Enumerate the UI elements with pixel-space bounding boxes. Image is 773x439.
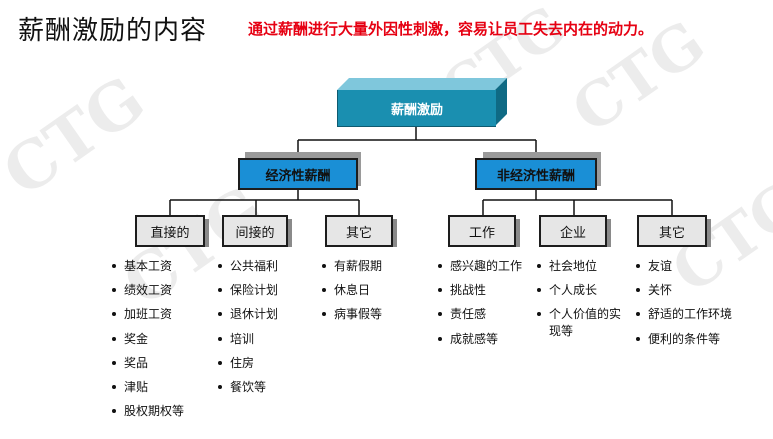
list-direct: 基本工资 绩效工资 加班工资 奖金 奖品 津贴 股权期权等 xyxy=(112,258,184,427)
root-box-bevel xyxy=(337,78,507,126)
list-company: 社会地位 个人成长 个人价值的实现等 xyxy=(537,258,629,342)
list-item: 舒适的工作环境 xyxy=(636,306,732,330)
group-other-non-economic: 其它 xyxy=(637,215,707,247)
list-item: 股权期权等 xyxy=(112,403,184,427)
list-item: 病事假等 xyxy=(322,306,382,330)
list-item: 便利的条件等 xyxy=(636,331,732,355)
list-item: 奖金 xyxy=(112,331,184,355)
list-item: 有薪假期 xyxy=(322,258,382,282)
list-item: 公共福利 xyxy=(218,258,278,282)
branch-economic: 经济性薪酬 xyxy=(238,158,358,190)
list-other-non-economic: 友谊 关怀 舒适的工作环境 便利的条件等 xyxy=(636,258,732,355)
list-item: 加班工资 xyxy=(112,306,184,330)
branch-non-economic: 非经济性薪酬 xyxy=(475,158,597,190)
list-item: 住房 xyxy=(218,355,278,379)
list-item: 社会地位 xyxy=(537,258,629,282)
list-item: 友谊 xyxy=(636,258,732,282)
group-direct: 直接的 xyxy=(135,215,205,247)
list-item: 休息日 xyxy=(322,282,382,306)
list-item: 感兴趣的工作 xyxy=(438,258,522,282)
list-item: 培训 xyxy=(218,331,278,355)
list-item: 津贴 xyxy=(112,379,184,403)
list-other-economic: 有薪假期 休息日 病事假等 xyxy=(322,258,382,331)
list-item: 成就感等 xyxy=(438,331,522,355)
list-work: 感兴趣的工作 挑战性 责任感 成就感等 xyxy=(438,258,522,355)
list-item: 退休计划 xyxy=(218,306,278,330)
subtitle: 通过薪酬进行大量外因性刺激，容易让员工失去内在的动力。 xyxy=(248,20,654,38)
list-item: 个人价值的实现等 xyxy=(537,306,629,342)
group-company: 企业 xyxy=(539,215,607,247)
list-item: 个人成长 xyxy=(537,282,629,306)
root-node: 薪酬激励 xyxy=(337,90,496,127)
group-indirect: 间接的 xyxy=(222,215,288,247)
list-item: 基本工资 xyxy=(112,258,184,282)
list-item: 餐饮等 xyxy=(218,379,278,403)
list-item: 绩效工资 xyxy=(112,282,184,306)
list-item: 关怀 xyxy=(636,282,732,306)
list-item: 保险计划 xyxy=(218,282,278,306)
group-other-economic: 其它 xyxy=(325,215,393,247)
list-item: 挑战性 xyxy=(438,282,522,306)
list-indirect: 公共福利 保险计划 退休计划 培训 住房 餐饮等 xyxy=(218,258,278,403)
page-title: 薪酬激励的内容 xyxy=(18,16,208,46)
group-work: 工作 xyxy=(448,215,516,247)
list-item: 奖品 xyxy=(112,355,184,379)
list-item: 责任感 xyxy=(438,306,522,330)
